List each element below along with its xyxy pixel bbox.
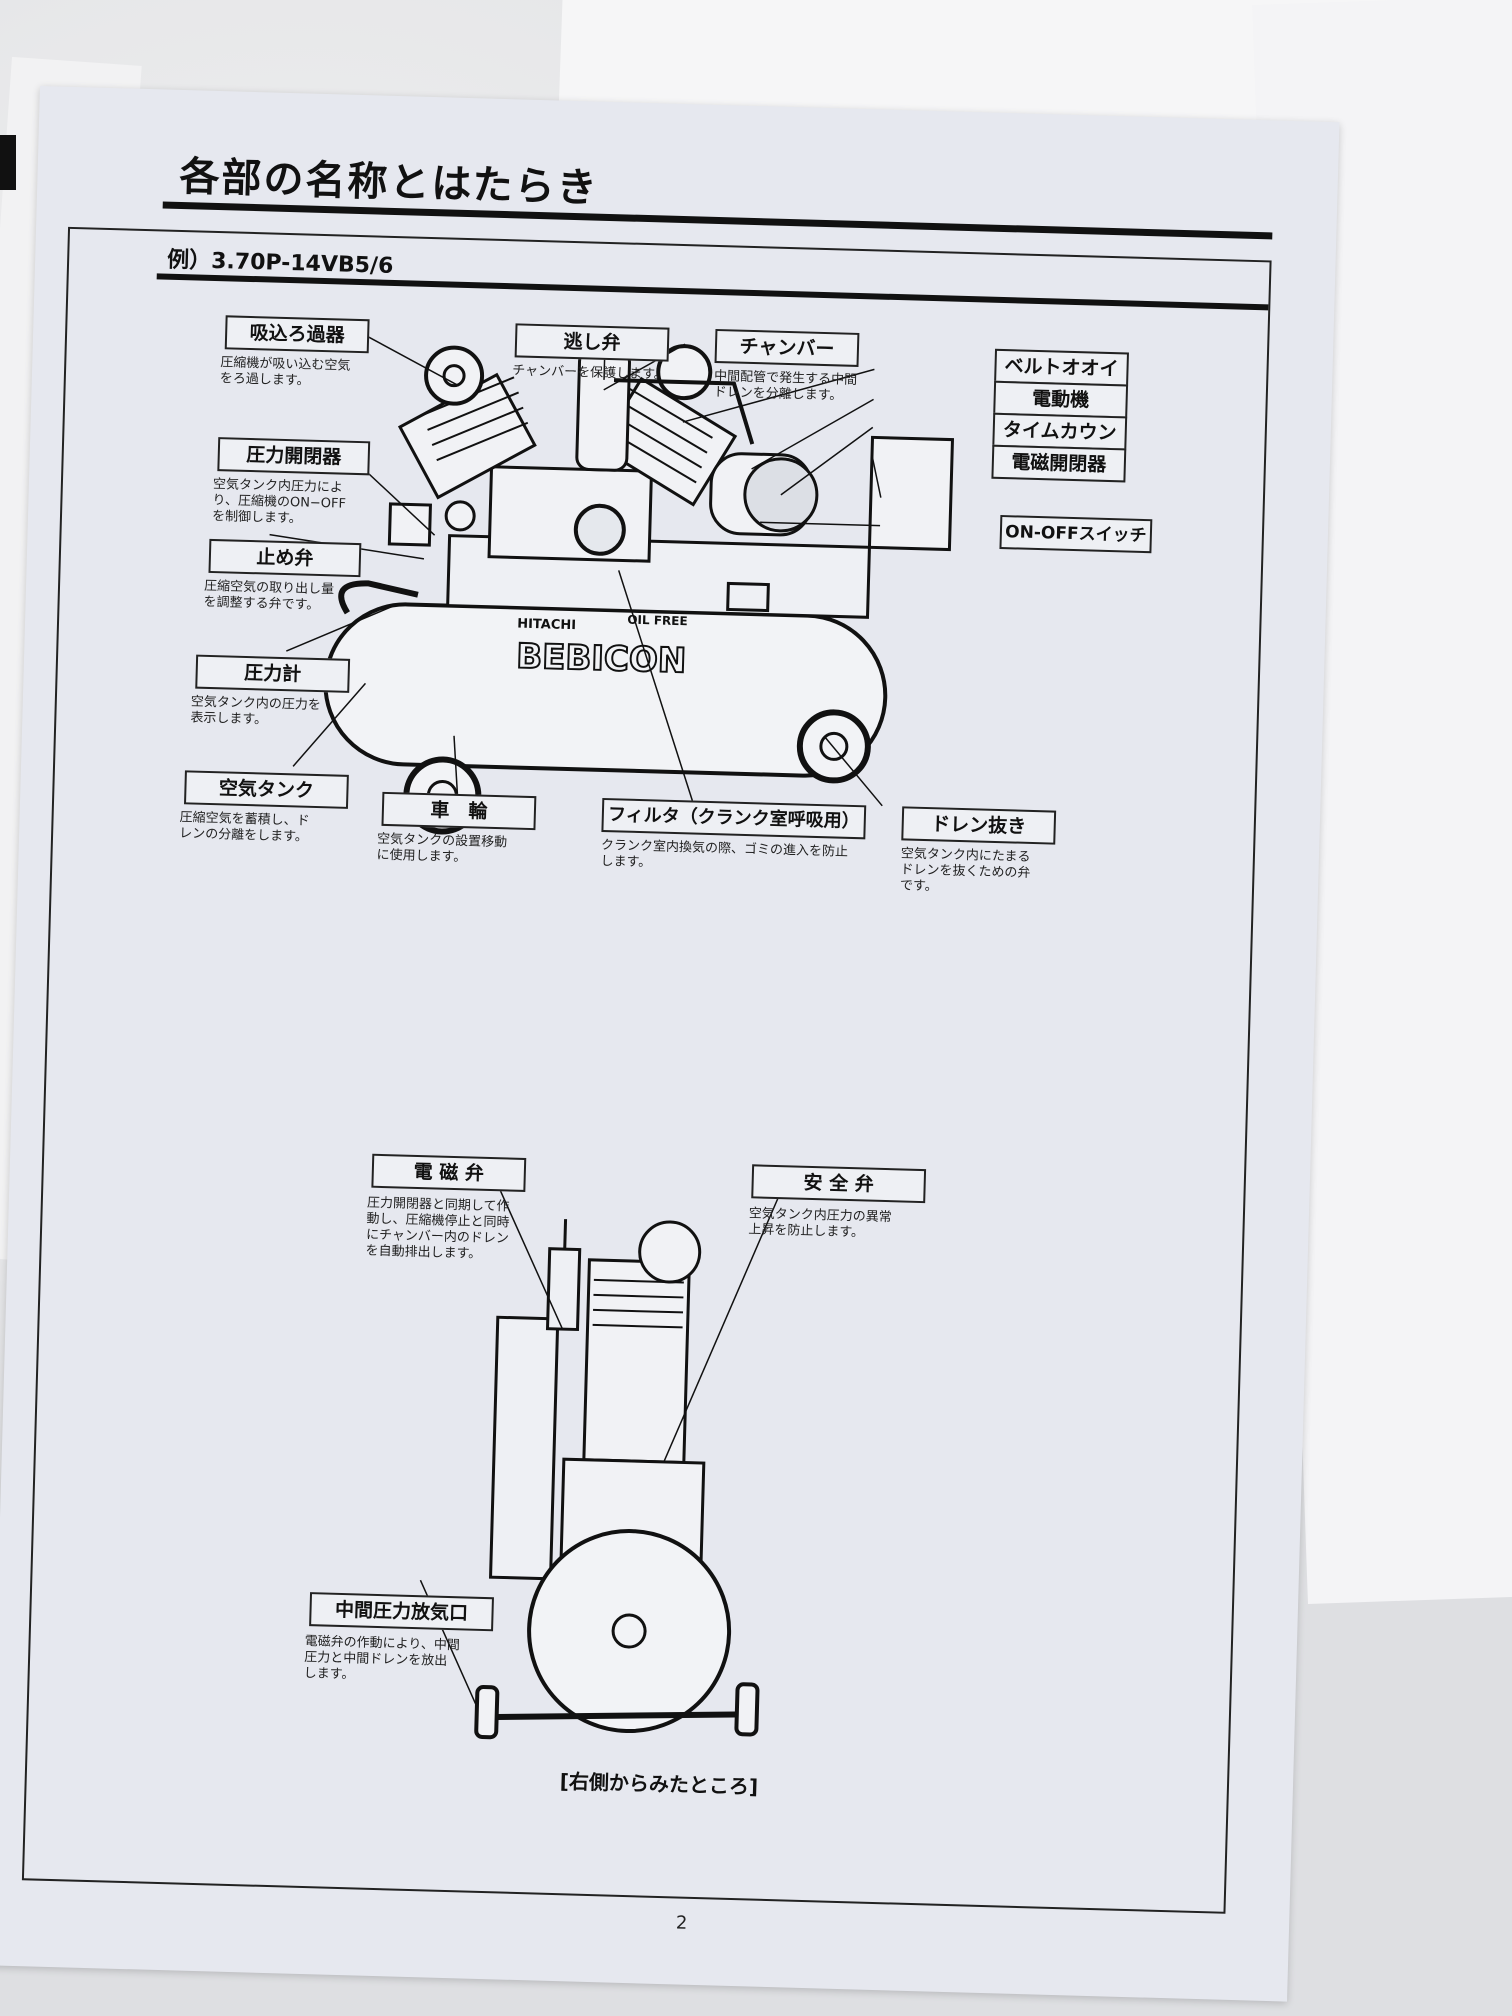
brand-name: BEBICON xyxy=(516,637,687,682)
label-solenoid-valve: 電 磁 弁 xyxy=(371,1153,527,1192)
desc-chamber: 中間配管で発生する中間 ドレンを分離します。 xyxy=(713,368,858,404)
desc-pressure-switch: 空気タンク内圧力によ り、圧縮機のON−OFF を制御します。 xyxy=(211,476,347,527)
brand-line: OIL FREE xyxy=(627,613,688,629)
left-page-edge-mark xyxy=(0,135,16,190)
desc-solenoid-valve: 圧力開閉器と同期して作 動し、圧縮機停止と同時 にチャンバー内のドレン を自動排… xyxy=(365,1195,510,1262)
label-safety-valve: 安 全 弁 xyxy=(751,1164,927,1204)
label-pressure-switch: 圧力開閉器 xyxy=(217,437,371,476)
compressor-side-diagram xyxy=(474,1219,760,1740)
label-intermediate-vent: 中間圧力放気口 xyxy=(309,1592,494,1632)
desc-safety-valve: 空気タンク内圧力の異常 上昇を防止します。 xyxy=(748,1206,892,1241)
desc-air-tank: 圧縮空気を蓄積し、ド レンの分離をします。 xyxy=(178,810,310,845)
desc-wheel: 空気タンクの設置移動 に使用します。 xyxy=(376,831,508,866)
desc-stop-valve: 圧縮空気の取り出し量 を調整する弁です。 xyxy=(203,578,335,613)
desc-intermediate-vent: 電磁弁の作動により、中間 圧力と中間ドレンを放出 します。 xyxy=(303,1633,461,1683)
label-pressure-gauge: 圧力計 xyxy=(195,654,351,693)
desc-intake-filter: 圧縮機が吸い込む空気 をろ過します。 xyxy=(219,355,351,389)
label-intake-filter: 吸込ろ過器 xyxy=(224,315,370,354)
label-relief-valve: 逃し弁 xyxy=(514,323,670,362)
manual-page: 各部の名称とはたらき 例）3.70P-14VB5/6 xyxy=(0,86,1340,2002)
label-on-off-switch: ON-OFFスイッチ xyxy=(999,514,1153,554)
label-air-tank: 空気タンク xyxy=(184,770,349,809)
label-magnetic-switch: 電磁開閉器 xyxy=(991,444,1127,483)
label-wheel: 車 輪 xyxy=(381,791,537,831)
label-chamber: チャンバー xyxy=(714,328,860,367)
desc-drain-valve: 空気タンク内にたまる ドレンを抜くための弁 です。 xyxy=(899,846,1031,895)
side-view-caption: [右側からみたところ] xyxy=(559,1769,759,1799)
brand-maker: HITACHI xyxy=(517,617,576,634)
desc-pressure-gauge: 空気タンク内の圧力を 表示します。 xyxy=(190,694,322,728)
page-number: 2 xyxy=(675,1912,688,1934)
label-drain-valve: ドレン抜き xyxy=(901,806,1057,845)
label-stop-valve: 止め弁 xyxy=(208,538,362,578)
